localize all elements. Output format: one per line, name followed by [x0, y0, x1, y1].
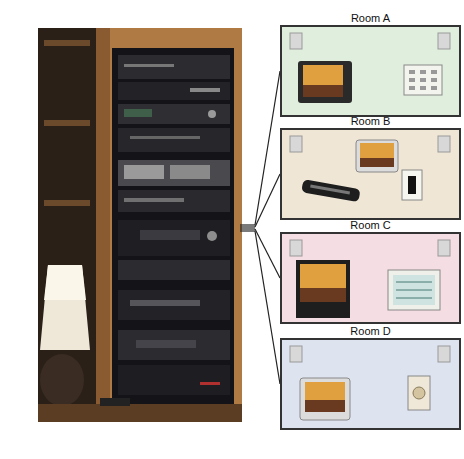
- room-d-devices: [290, 346, 450, 420]
- room-label: Room C: [280, 219, 461, 232]
- room-box: [280, 232, 461, 324]
- room-label: Room A: [280, 12, 461, 25]
- room-box: [280, 338, 461, 430]
- room-a-devices: [290, 33, 450, 103]
- room-box: [280, 128, 461, 220]
- connector-wires: [240, 71, 280, 384]
- room-panel: Room B: [280, 115, 461, 220]
- room-box: [280, 25, 461, 117]
- room-panel: Room A: [280, 12, 461, 117]
- room-panel: Room C: [280, 219, 461, 324]
- room-c-devices: [290, 240, 450, 318]
- room-panel: Room D: [280, 325, 461, 430]
- room-label: Room B: [280, 115, 461, 128]
- rack-illustration: [38, 28, 242, 422]
- room-label: Room D: [280, 325, 461, 338]
- room-b-devices: [290, 136, 450, 202]
